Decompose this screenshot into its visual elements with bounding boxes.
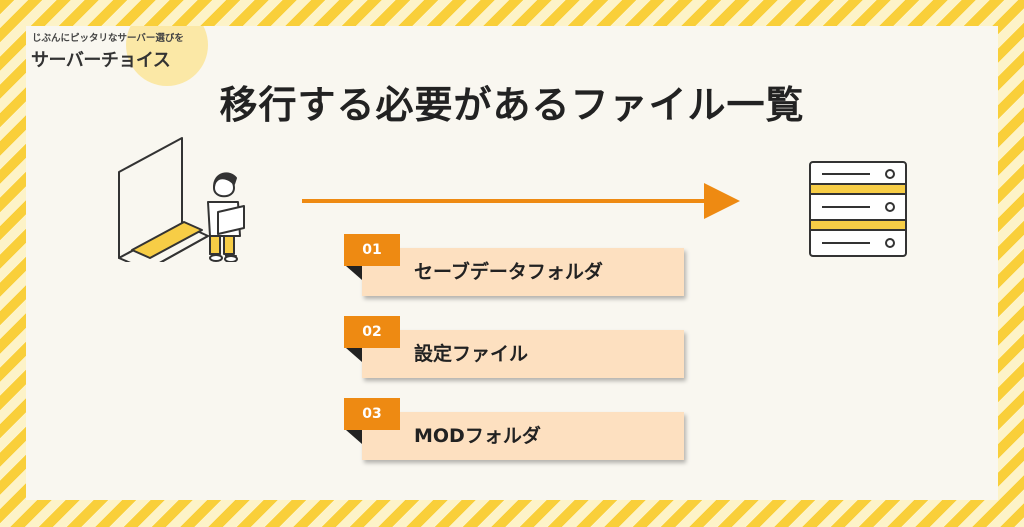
page-title: 移行する必要があるファイル一覧 [219, 83, 805, 127]
fold-corner-icon [346, 266, 362, 280]
logo-name: サーバーチョイス [31, 50, 171, 71]
list-item-1: セーブデータフォルダ 01 [344, 234, 686, 296]
laptop-user-icon [118, 137, 245, 262]
fold-corner-icon [346, 348, 362, 362]
item-card: MODフォルダ [362, 412, 684, 460]
item-number-badge: 01 [344, 234, 400, 266]
item-card: セーブデータフォルダ [362, 248, 684, 296]
list-item-3: MODフォルダ 03 [344, 398, 686, 460]
item-label: 設定ファイル [414, 343, 529, 365]
arrow-right-icon [302, 183, 740, 219]
item-label: セーブデータフォルダ [414, 261, 603, 283]
content-panel: じぶんにピッタリなサーバー選びを サーバーチョイス 移行する必要があるファイル一… [26, 26, 998, 500]
item-number-badge: 02 [344, 316, 400, 348]
fold-corner-icon [346, 430, 362, 444]
item-label: MODフォルダ [414, 425, 541, 447]
server-icon [809, 161, 907, 257]
list-item-2: 設定ファイル 02 [344, 316, 686, 378]
logo-tagline: じぶんにピッタリなサーバー選びを [32, 33, 184, 44]
item-card: 設定ファイル [362, 330, 684, 378]
item-number-badge: 03 [344, 398, 400, 430]
